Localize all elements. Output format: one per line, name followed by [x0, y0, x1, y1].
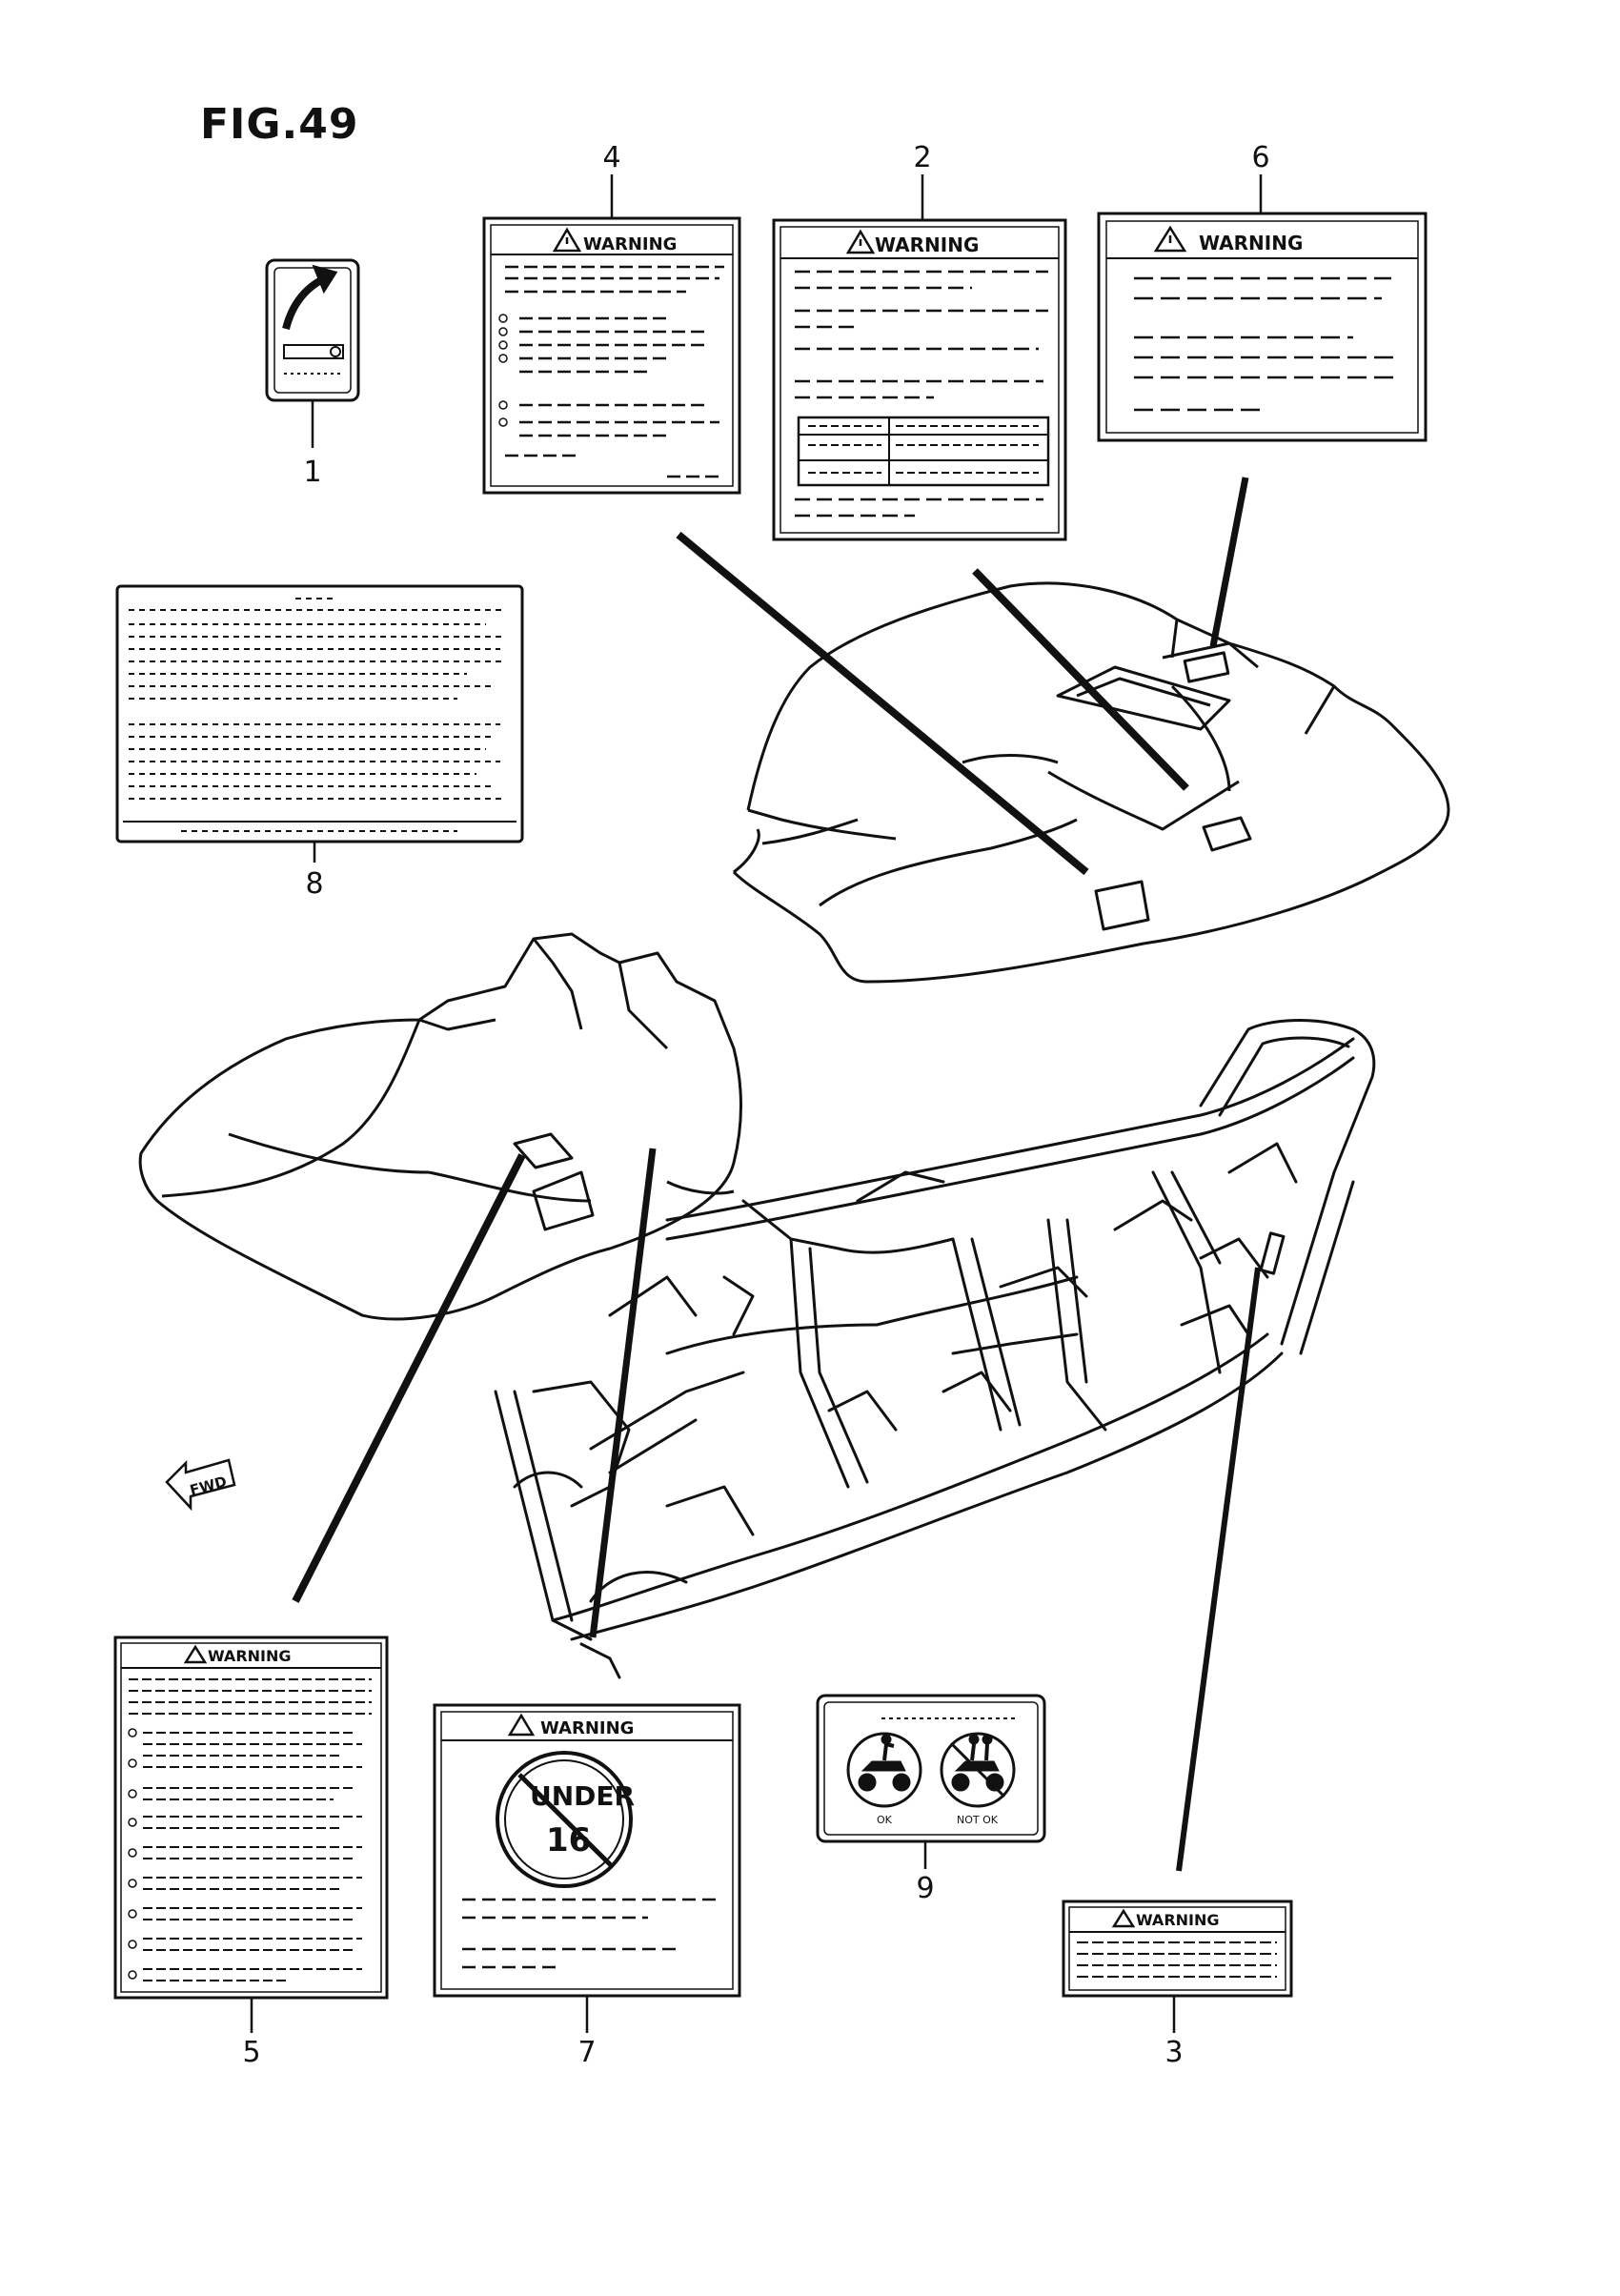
atv-two-riders-icon: [940, 1732, 1016, 1808]
pointer-lines: [292, 477, 1261, 1872]
label-9-passenger: [816, 1694, 1046, 1843]
atv-rider-icon: [846, 1732, 922, 1808]
rear-fender-drawing: [732, 581, 1450, 984]
not-ok-text: NOT OK: [957, 1814, 999, 1826]
warning-text-4: WARNING: [583, 234, 677, 254]
label-4-warning: [482, 216, 741, 495]
ok-text: OK: [877, 1814, 893, 1826]
fwd-arrow-icon: [165, 1458, 236, 1512]
under-text: UNDER: [530, 1780, 635, 1812]
callout-8: 8: [305, 867, 324, 901]
warning-triangle-icon: [183, 225, 1187, 1928]
figure-title: FIG.49: [200, 100, 359, 149]
label-1-shift-sticker: [265, 258, 360, 402]
warning-text-3: WARNING: [1136, 1911, 1220, 1929]
label-texts: WARNING WARNING WARNING WARNING WARNING …: [188, 232, 1303, 1929]
warning-text-2: WARNING: [875, 234, 979, 256]
leader-lines: [250, 174, 1263, 2033]
label-7-warning: [433, 1703, 741, 1998]
shift-arrow-icon: [282, 264, 344, 359]
label-5-warning: [113, 1636, 389, 2000]
callout-5: 5: [242, 2036, 261, 2069]
label-6-warning: [1097, 212, 1428, 442]
callout-4: 4: [602, 141, 621, 174]
front-fender-drawing: [138, 932, 742, 1321]
callout-2: 2: [913, 141, 932, 174]
fwd-text: FWD: [188, 1473, 229, 1499]
callout-7: 7: [577, 2036, 597, 2069]
warning-text-7: WARNING: [540, 1718, 634, 1738]
label-3-warning: [1062, 1900, 1293, 1998]
label-8-information: [115, 584, 524, 843]
callout-3: 3: [1164, 2036, 1184, 2069]
frame-drawing: [494, 1019, 1376, 1679]
callout-6: 6: [1251, 141, 1270, 174]
callout-9: 9: [916, 1872, 935, 1905]
prohibition-circle-icon: [496, 1751, 633, 1888]
label-2-warning: [772, 218, 1067, 541]
warning-text-5: WARNING: [208, 1647, 292, 1665]
callout-1: 1: [303, 456, 322, 489]
warning-text-6: WARNING: [1199, 232, 1303, 254]
age-text: 16: [546, 1821, 591, 1859]
